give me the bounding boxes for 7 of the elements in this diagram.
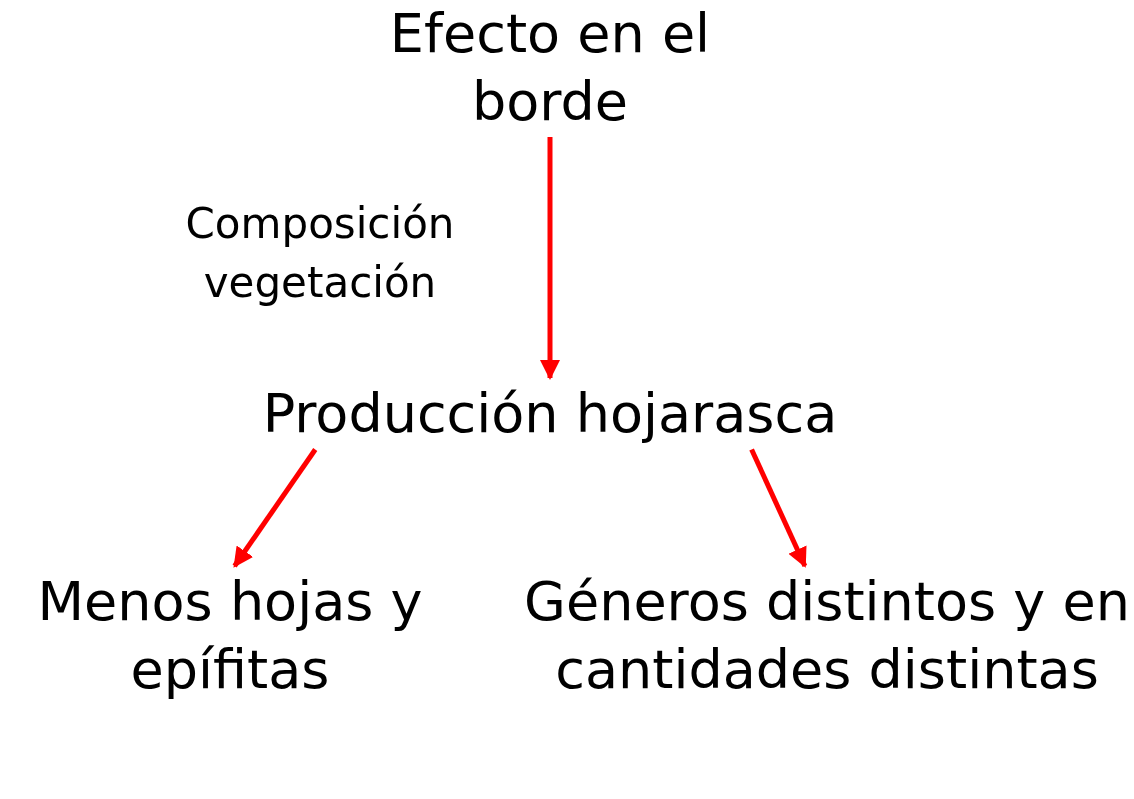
arrow <box>232 448 318 568</box>
node-label: Géneros distintos y en cantidades distintas <box>523 569 1131 703</box>
node-label: Producción hojarasca <box>262 381 838 447</box>
arrow <box>540 137 560 380</box>
arrow <box>749 448 808 568</box>
node-label: Menos hojas y epífitas <box>36 569 424 703</box>
node-label: Efecto en el borde <box>388 1 712 135</box>
